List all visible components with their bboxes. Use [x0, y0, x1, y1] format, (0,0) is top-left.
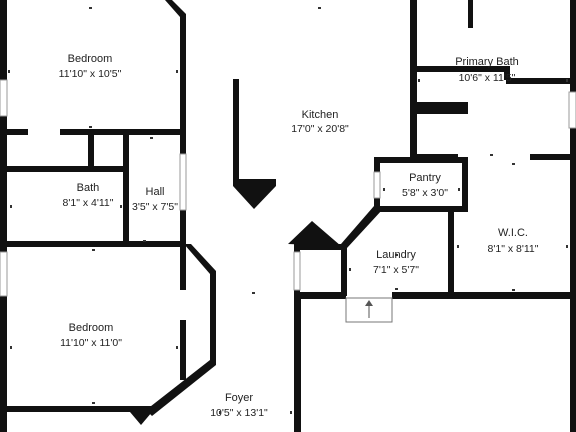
bedroom-bath-wall [0, 129, 28, 135]
label-bedroom-top-name: Bedroom [68, 53, 113, 65]
bedroom-bottom-angled-wall-2 [184, 244, 216, 365]
laundry-door-step [345, 297, 393, 323]
window-left-top [0, 79, 8, 117]
primary-bath-left-wall [410, 0, 417, 158]
laundry-angle-wall [341, 206, 382, 248]
primary-bath-divider [414, 66, 510, 72]
bedroom-bottom-floor-wall [0, 406, 152, 412]
exterior-wall-left [0, 0, 7, 432]
hall-right-wall-top [180, 130, 186, 154]
primary-bath-divider-2 [504, 70, 510, 80]
laundry-bottom-wall-2 [392, 292, 576, 299]
label-bedroom-top-dims: 11'10" x 10'5" [59, 68, 122, 80]
closet-door [293, 251, 301, 291]
pantry-door [373, 171, 381, 199]
bath-closet-wall [88, 133, 94, 169]
room-labels: Bedroom 11'10" x 10'5" Kitchen 17'0" x 2… [59, 53, 539, 419]
label-wic-name: W.I.C. [498, 227, 528, 239]
kitchen-counter-corner [233, 179, 276, 209]
primary-bath-divider-3 [506, 78, 576, 84]
pantry-bottom-wall [374, 206, 468, 212]
window-right [568, 91, 576, 129]
bath-bottom-wall [0, 241, 186, 247]
foyer-angle-wall [146, 360, 216, 416]
pantry-top-wall [374, 157, 468, 163]
label-pantry-dims: 5'8" x 3'0" [402, 187, 448, 199]
hall-left-wall [123, 133, 129, 245]
windows [0, 79, 576, 297]
wic-left-wall [448, 208, 454, 298]
bath-top-wall [0, 166, 128, 172]
label-kitchen-dims: 17'0" x 20'8" [291, 123, 349, 135]
laundry-left-wall [341, 244, 347, 296]
pantry-right-wall [462, 157, 468, 211]
label-bath-dims: 8'1" x 4'11" [63, 197, 114, 209]
kitchen-counter-vertical [233, 79, 239, 185]
label-pantry-name: Pantry [409, 172, 441, 184]
label-bath-name: Bath [77, 182, 100, 194]
label-foyer-dims: 10'5" x 13'1" [210, 407, 268, 419]
dimension-ticks [8, 7, 568, 414]
primary-bath-inner-wall [468, 0, 473, 28]
label-foyer-name: Foyer [225, 392, 253, 404]
label-primary-bath-dims: 10'6" x 11'5" [459, 72, 516, 84]
bedroom-bottom-right-wall [180, 320, 186, 380]
kitchen-range-triangle [288, 221, 341, 246]
bedroom-top-angled-wall [165, 0, 186, 134]
bedroom-bath-wall-2 [60, 129, 186, 135]
bedroom-bottom-angled-wall [180, 246, 186, 290]
hall-right-wall-bottom [180, 210, 186, 248]
hall-opening [179, 153, 187, 211]
primary-bath-bottom-wall-2 [530, 154, 576, 160]
label-hall-dims: 3'5" x 7'5" [132, 201, 178, 213]
label-bedroom-bottom-name: Bedroom [69, 322, 114, 334]
label-hall-name: Hall [146, 186, 165, 198]
label-laundry-dims: 7'1" x 5'7" [373, 264, 419, 276]
primary-bath-vanity-angle [416, 102, 440, 114]
door-swing-marker [130, 412, 152, 425]
closet-top-wall [294, 244, 344, 250]
laundry-bottom-wall [296, 292, 346, 299]
label-kitchen-name: Kitchen [302, 109, 339, 121]
window-left-bottom [0, 251, 8, 297]
exterior-wall-right [570, 0, 576, 432]
label-bedroom-bottom-dims: 11'10" x 11'0" [60, 337, 122, 349]
label-primary-bath-name: Primary Bath [455, 56, 519, 68]
label-wic-dims: 8'1" x 8'11" [488, 243, 539, 255]
foyer-right-wall [294, 292, 301, 432]
